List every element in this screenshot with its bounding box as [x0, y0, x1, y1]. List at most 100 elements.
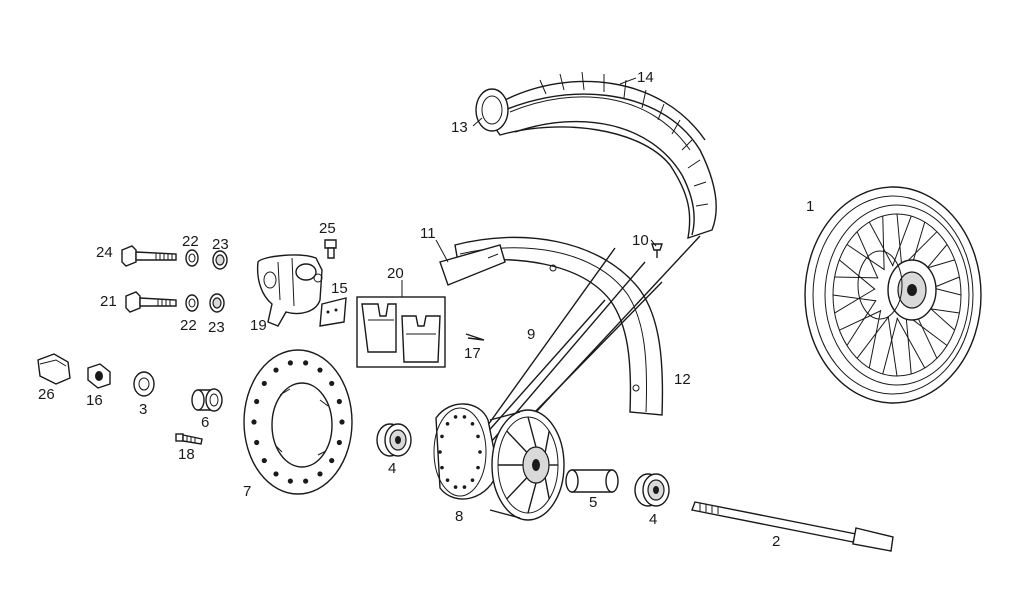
- disc-hole: [273, 367, 279, 373]
- disc-hole: [287, 360, 293, 366]
- disc-hole: [317, 367, 323, 373]
- wheel-spoke: [905, 313, 912, 375]
- callout-7: 7: [243, 483, 251, 500]
- bleed-screw-part: [324, 239, 337, 259]
- callout-14: 14: [637, 69, 654, 86]
- callout-5: 5: [589, 494, 597, 511]
- callout-23-bottom: 23: [208, 319, 225, 336]
- callout-6: 6: [201, 414, 209, 431]
- wheel-spoke: [868, 310, 882, 369]
- callout-13: 13: [451, 119, 468, 136]
- callout-12: 12: [674, 371, 691, 388]
- callout-labels: 1 2 3 4 4 5 6 7 8 9 10 11 12 13 14 15 16…: [38, 69, 814, 550]
- axle-nut-part: [37, 353, 71, 385]
- hub-hole: [478, 450, 482, 454]
- disc-hole: [317, 471, 323, 477]
- callout-19: 19: [250, 317, 267, 334]
- wheel-spoke: [834, 288, 876, 314]
- callout-1: 1: [806, 198, 814, 215]
- lock-washer-23-top: [212, 250, 228, 270]
- wheel-spoke: [846, 244, 885, 271]
- disc-hole: [287, 478, 293, 484]
- bearing-part-right: [634, 473, 670, 507]
- hub-hole: [440, 465, 444, 470]
- hub-hole: [476, 434, 480, 439]
- complete-wheel-part: [804, 186, 982, 404]
- callout-8: 8: [455, 508, 463, 525]
- inner-tube-part: [475, 88, 509, 132]
- caliper-part: [256, 254, 323, 327]
- hub-fin: [527, 482, 537, 514]
- small-screw-part: [175, 433, 203, 445]
- spacer-part: [565, 469, 619, 493]
- callout-26: 26: [38, 386, 55, 403]
- hub-hole: [453, 415, 458, 419]
- nut-part: [87, 363, 111, 389]
- wheel-spoke: [882, 317, 898, 375]
- wheel-spoke: [887, 316, 898, 377]
- callout-22-top: 22: [182, 233, 199, 250]
- wheel-spoke: [896, 317, 926, 369]
- hub-fin: [544, 430, 550, 453]
- bolt-long-part: [121, 245, 177, 267]
- callout-4-left: 4: [388, 460, 396, 477]
- washer-22-top: [185, 249, 199, 267]
- callout-20: 20: [387, 265, 404, 282]
- hub-fin: [506, 430, 528, 453]
- callout-3: 3: [139, 401, 147, 418]
- brake-pads-part: [356, 296, 446, 368]
- callout-23-top: 23: [212, 236, 229, 253]
- lock-washer-23-bottom: [209, 293, 225, 313]
- callout-25: 25: [319, 220, 336, 237]
- mudguard-bracket-part: [439, 244, 506, 286]
- wheel-spoke: [896, 213, 903, 268]
- disc-hole: [254, 398, 260, 405]
- wheel-spoke: [839, 310, 882, 331]
- hub-fin: [506, 477, 528, 500]
- disc-hole: [261, 380, 267, 387]
- hub-hole: [462, 415, 467, 419]
- wheel-spoke: [856, 316, 890, 359]
- hub-hole: [470, 422, 475, 426]
- callout-10: 10: [632, 232, 649, 249]
- axle-part: [691, 501, 894, 552]
- spokes-part: [469, 235, 701, 461]
- disc-hole: [261, 457, 267, 464]
- hub-hole: [462, 485, 467, 489]
- leader-lines: [401, 77, 657, 297]
- bush-part: [191, 388, 223, 412]
- wheel-spoke: [856, 231, 879, 279]
- wheel-spoke: [832, 294, 877, 302]
- washer-22-bottom: [185, 294, 199, 312]
- hub-hole: [476, 465, 480, 470]
- callout-9: 9: [527, 326, 535, 343]
- wheel-spoke: [868, 221, 894, 267]
- brake-disc-part: [243, 349, 353, 495]
- disc-hole: [303, 360, 309, 366]
- clip-part: [465, 333, 485, 341]
- callout-24: 24: [96, 244, 113, 261]
- washer-part: [133, 371, 155, 397]
- callout-17: 17: [464, 345, 481, 362]
- bolt-short-part: [125, 291, 177, 313]
- hub-fin: [544, 477, 550, 500]
- hub-hole: [470, 478, 475, 482]
- disc-hole: [273, 471, 279, 477]
- hub-hole: [445, 422, 450, 426]
- callout-22-bottom: 22: [180, 317, 197, 334]
- callout-18: 18: [178, 446, 195, 463]
- callout-11: 11: [420, 225, 436, 242]
- wheel-spoke: [839, 259, 876, 290]
- wheel-spoke: [892, 215, 912, 267]
- hub-part: [433, 403, 565, 521]
- wheel-spoke: [834, 276, 879, 279]
- disc-hole: [339, 419, 345, 425]
- pad-spring-part: [319, 297, 347, 327]
- mudguard-part: [454, 236, 664, 416]
- hub-fin: [527, 416, 537, 448]
- wheel-spoke: [846, 299, 877, 346]
- hub-hole: [453, 485, 458, 489]
- callout-16: 16: [86, 392, 103, 409]
- callout-21: 21: [100, 293, 117, 310]
